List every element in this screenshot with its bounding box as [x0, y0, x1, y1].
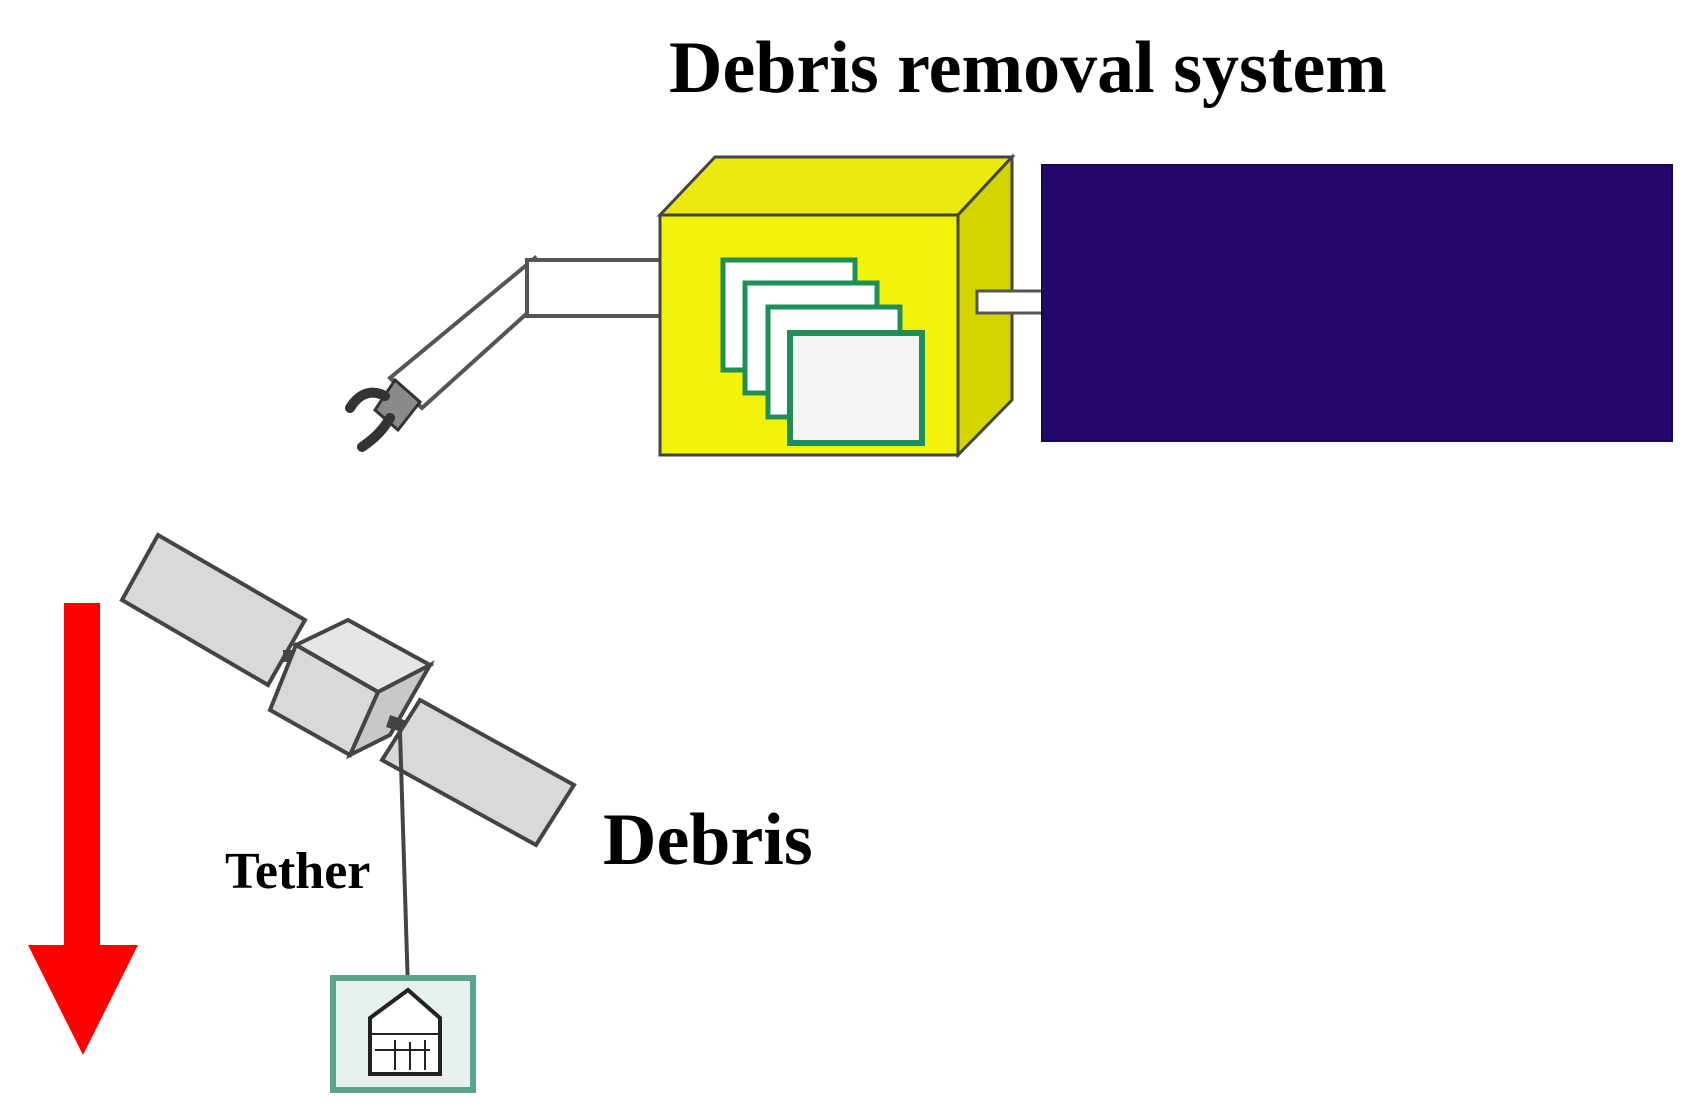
solar-panel	[1041, 164, 1673, 442]
robotic-arm	[345, 255, 684, 452]
robotic-gripper-icon	[345, 377, 423, 452]
yellow-module	[656, 153, 1016, 459]
debris-label: Debris	[603, 799, 813, 881]
stacked-frames-icon	[720, 257, 925, 446]
down-arrow-icon	[28, 603, 138, 1055]
satellite-icon	[119, 532, 577, 848]
diagram-title: Debris removal system	[669, 27, 1387, 109]
satellite-right-wing	[379, 697, 577, 848]
satellite-body	[267, 617, 436, 760]
tether-label: Tether	[225, 843, 370, 900]
satellite-left-wing	[119, 532, 308, 688]
panel-connector	[975, 289, 1047, 315]
removal-spacecraft	[345, 153, 1673, 459]
deorbit-package-icon	[330, 975, 476, 1093]
tether-line	[398, 731, 410, 991]
module-top-face	[656, 155, 1016, 217]
